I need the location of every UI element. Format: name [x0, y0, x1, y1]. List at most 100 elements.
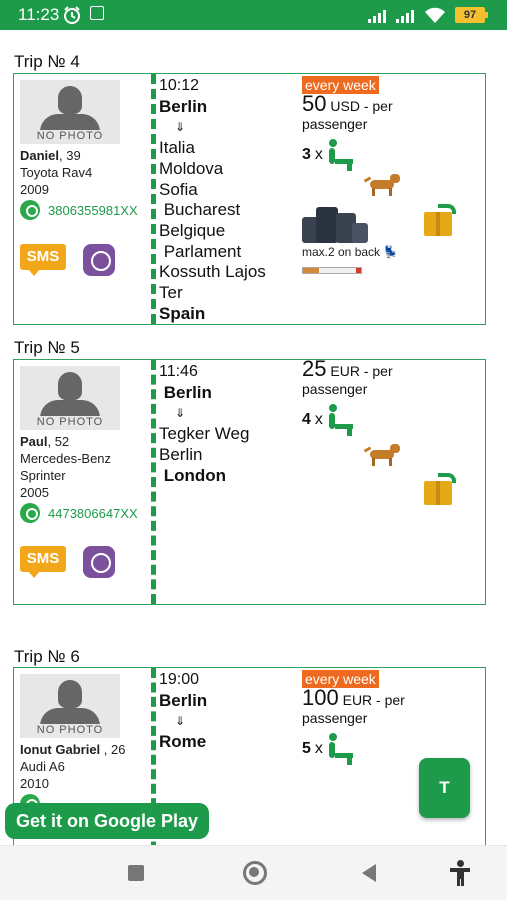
driver-info: Ionut Gabriel , 26 Audi A6 2010: [20, 741, 125, 792]
departure-time: 19:00: [159, 671, 200, 688]
price-amount: 25: [302, 356, 327, 381]
price: 100 EUR - per passenger: [302, 687, 482, 727]
driver-car-model: Sprinter: [20, 468, 66, 483]
status-time: 11:23: [18, 5, 60, 24]
no-photo-label: NO PHOTO: [20, 130, 120, 142]
driver-car-year: 2005: [20, 485, 49, 500]
signal-icon-2: [396, 10, 414, 23]
whatsapp-contact[interactable]: 4473806647XX: [20, 503, 138, 523]
every-week-badge: every week: [302, 670, 379, 688]
accessibility-icon[interactable]: [447, 860, 473, 886]
parcel-icon: [424, 473, 458, 505]
price-per: passenger: [302, 381, 368, 397]
no-photo-label: NO PHOTO: [20, 724, 120, 736]
price-column: every week 50 USD - per passenger 3 x: [302, 76, 482, 171]
route-to: Spain: [159, 303, 206, 323]
route-stop: Sofia: [159, 179, 198, 199]
back-seats-limit: max.2 on back 💺: [302, 245, 399, 259]
driver-photo: NO PHOTO: [20, 80, 120, 144]
driver-name: Ionut Gabriel: [20, 742, 101, 757]
route-from: Berlin: [159, 690, 208, 710]
driver-age: , 39: [59, 148, 81, 163]
price-currency: EUR - per: [338, 692, 405, 708]
upload-icon: [90, 6, 104, 20]
smoking-icon: [302, 267, 362, 274]
system-nav-bar: [0, 845, 507, 900]
alarm-icon: [64, 6, 80, 24]
whatsapp-icon: [20, 200, 40, 220]
trip-card[interactable]: NO PHOTO Daniel, 39 Toyota Rav4 2009 380…: [13, 73, 486, 325]
viber-icon[interactable]: [83, 244, 115, 276]
route: 11:46 Berlin ⇓ Tegker Weg Berlin London: [159, 362, 249, 486]
driver-info: Daniel, 39 Toyota Rav4 2009: [20, 147, 92, 198]
fab-button[interactable]: T: [419, 758, 470, 818]
route-arrow-icon: ⇓: [175, 120, 186, 135]
route-divider: [151, 360, 156, 604]
driver-name: Daniel: [20, 148, 60, 163]
route-arrow-icon: ⇓: [175, 406, 186, 421]
driver-car: Audi A6: [20, 759, 65, 774]
seat-count: 5: [302, 740, 311, 757]
price-currency: EUR - per: [326, 363, 393, 379]
google-play-button[interactable]: Get it on Google Play: [5, 803, 210, 839]
viber-icon[interactable]: [83, 546, 115, 578]
driver-age: , 52: [47, 434, 70, 449]
whatsapp-contact[interactable]: 3806355981XX: [20, 200, 138, 220]
sms-button[interactable]: SMS: [20, 244, 66, 276]
driver-age: , 26: [100, 742, 126, 757]
recents-icon[interactable]: [123, 860, 149, 886]
route-stop: Bucharest: [159, 200, 241, 220]
driver-car: Toyota Rav4: [20, 165, 93, 180]
pets-allowed-icon: [363, 444, 402, 466]
route-divider: [151, 74, 156, 324]
route: 10:12 Berlin ⇓ Italia Moldova Sofia Buch…: [159, 76, 266, 324]
trip-title: Trip № 5: [14, 338, 80, 357]
phone-number[interactable]: 3806355981XX: [48, 202, 138, 218]
free-seats: 5 x: [302, 733, 482, 765]
price-per: passenger: [302, 116, 368, 132]
trip-card[interactable]: NO PHOTO Paul, 52 Mercedes-Benz Sprinter…: [13, 358, 486, 605]
trip-card[interactable]: NO PHOTO Ionut Gabriel , 26 Audi A6 2010…: [13, 667, 486, 845]
route-divider: [151, 668, 156, 845]
route-stop: Berlin: [159, 444, 203, 464]
driver-name: Paul: [20, 434, 48, 449]
trip-list[interactable]: Trip № 4 NO PHOTO Daniel, 39 Toyota Rav4…: [0, 30, 507, 845]
sms-button[interactable]: SMS: [20, 546, 66, 578]
battery-icon: 97: [455, 7, 488, 23]
trip-title: Trip № 4: [14, 52, 80, 71]
seat-count: 3: [302, 146, 311, 163]
luggage-icon: [302, 207, 372, 243]
parcel-icon: [424, 204, 458, 236]
route-from: Berlin: [159, 382, 212, 402]
driver-photo: NO PHOTO: [20, 674, 120, 738]
route-stop: Tegker Weg: [159, 424, 250, 444]
route-to: London: [159, 465, 227, 485]
route-stop: Ter: [159, 283, 183, 303]
every-week-badge: every week: [302, 76, 379, 94]
signal-icon: [368, 10, 386, 23]
driver-car-year: 2010: [20, 776, 49, 791]
price-column: every week 100 EUR - per passenger 5 x: [302, 670, 482, 765]
whatsapp-icon: [20, 503, 40, 523]
free-seats: 3 x: [302, 139, 482, 171]
seat-icon: [327, 404, 355, 436]
route-stop: Parlament: [159, 241, 242, 261]
driver-photo: NO PHOTO: [20, 366, 120, 430]
seat-icon: [327, 733, 355, 765]
driver-info: Paul, 52 Mercedes-Benz Sprinter 2005: [20, 433, 111, 501]
route-to: Rome: [159, 732, 207, 752]
route-from: Berlin: [159, 96, 208, 116]
price: 25 EUR - per passenger: [302, 358, 482, 398]
phone-number[interactable]: 4473806647XX: [48, 505, 138, 521]
driver-car: Mercedes-Benz: [20, 451, 112, 466]
backseat-icon: 💺: [383, 245, 399, 259]
home-icon[interactable]: [242, 860, 268, 886]
wifi-icon: [425, 7, 445, 23]
price-per: passenger: [302, 710, 368, 726]
pets-allowed-icon: [363, 174, 402, 196]
back-icon[interactable]: [356, 860, 382, 886]
free-seats: 4 x: [302, 404, 482, 436]
trip-title: Trip № 6: [14, 647, 80, 666]
price-amount: 50: [302, 91, 327, 116]
route-stop: Kossuth Lajos: [159, 262, 266, 282]
